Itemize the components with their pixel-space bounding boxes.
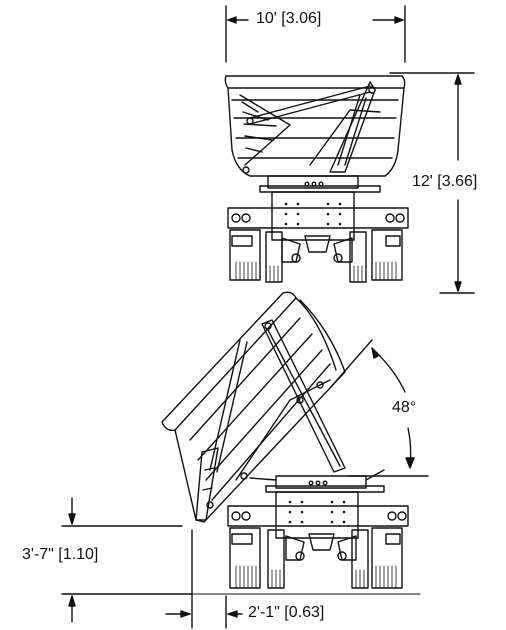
tilt-angle-label: 48° [390, 399, 419, 416]
dump-bed-upright [225, 76, 404, 176]
chassis-tilted [228, 470, 408, 560]
wheels-upright [230, 230, 402, 282]
wheels-tilted [230, 528, 402, 588]
upright-trailer-view [225, 6, 474, 293]
width-dimension-line [226, 6, 405, 62]
offset-dimension-line [166, 530, 242, 628]
height-dimension-line [390, 73, 474, 293]
clearance-height-label: 3'-7" [1.10] [20, 546, 101, 563]
dump-bed-tilted [162, 292, 345, 522]
side-offset-label: 2'-1" [0.63] [246, 604, 327, 621]
clearance-dimension-line [62, 498, 192, 622]
width-dimension-label: 10' [3.06] [254, 10, 324, 27]
chassis-upright [228, 176, 408, 262]
height-dimension-label: 12' [3.66] [410, 173, 480, 190]
tilted-trailer-view [62, 292, 428, 628]
